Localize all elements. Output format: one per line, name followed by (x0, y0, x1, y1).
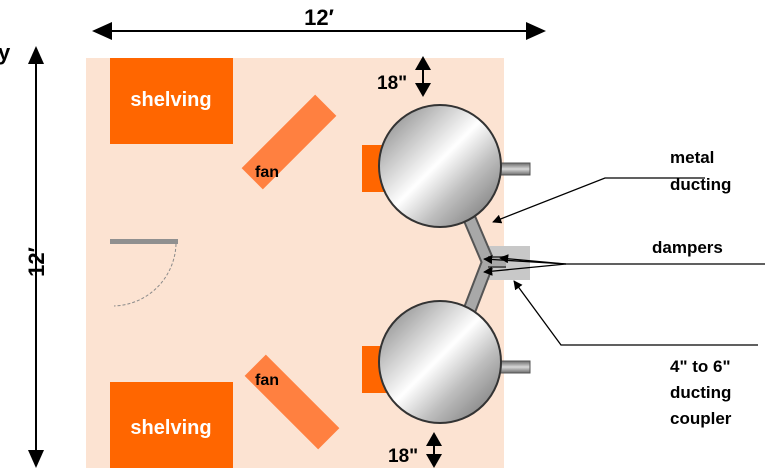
fan-label-bottom: fan (255, 372, 279, 389)
shelving-label-top: shelving (130, 89, 211, 111)
coupler-label-line3: coupler (670, 409, 732, 428)
height-label: 12′ (24, 247, 49, 277)
door (110, 239, 178, 307)
coupler-label-line1: 4" to 6" (670, 357, 731, 376)
shelving-label-bottom: shelving (130, 417, 211, 439)
clearance-label-bottom: 18" (388, 446, 418, 467)
callout-metal-ducting (492, 177, 705, 224)
shelving-unit-bottom (110, 382, 233, 468)
callout-coupler (513, 280, 758, 346)
clearance-marker-bottom (426, 432, 442, 468)
exhaust-pipe-bottom (497, 360, 531, 374)
tank-bottom (378, 300, 502, 424)
shelving-unit-top (110, 58, 233, 144)
coupler-label-line2: ducting (670, 383, 731, 402)
exhaust-pipe-top (497, 162, 531, 176)
fan-bottom (244, 354, 340, 450)
tank-top (378, 104, 502, 228)
left-edge-text-fragment: y (0, 40, 11, 65)
fan-label-top: fan (255, 164, 279, 181)
clearance-label-top: 18" (377, 73, 407, 94)
metal-ducting-label-line2: ducting (670, 175, 731, 194)
dampers-label: dampers (652, 238, 723, 257)
height-dimension: 12′ (24, 46, 49, 468)
callout-dampers (483, 254, 765, 276)
clearance-marker-top (415, 56, 431, 97)
fan-top (241, 94, 337, 190)
width-label: 12′ (304, 5, 334, 30)
width-dimension: 12′ (92, 5, 546, 40)
metal-ducting-label-line1: metal (670, 148, 714, 167)
